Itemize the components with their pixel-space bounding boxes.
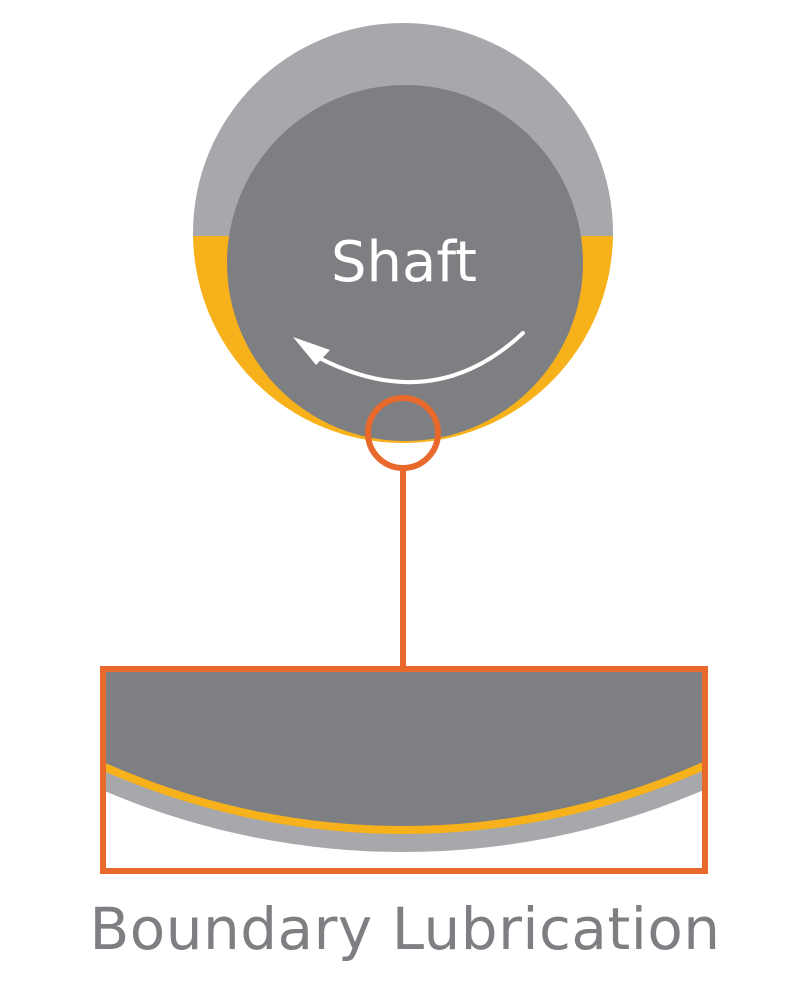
magnified-view-frame (100, 666, 708, 874)
magnified-shaft (106, 672, 702, 826)
shaft-label: Shaft (331, 230, 477, 295)
rotation-arrow-icon (293, 331, 525, 385)
magnified-contact-view (106, 672, 702, 852)
diagram-caption: Boundary Lubrication (89, 895, 721, 963)
